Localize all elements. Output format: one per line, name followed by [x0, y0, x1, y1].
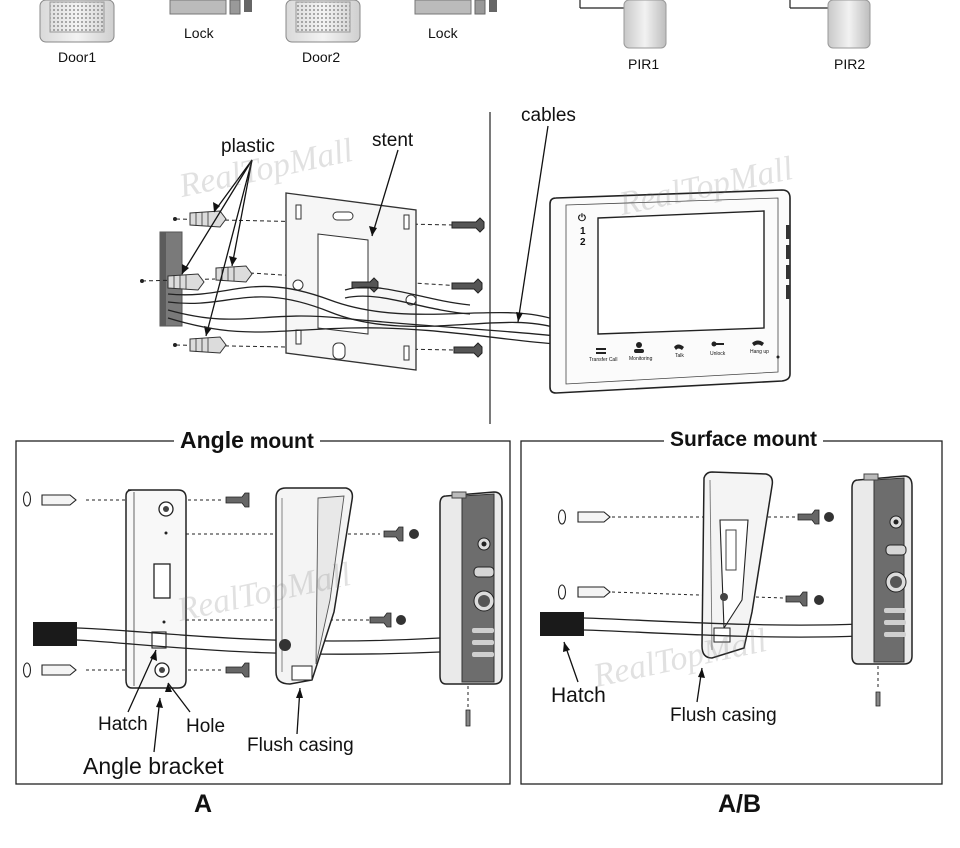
- label-door1: Door1: [58, 49, 97, 65]
- surface-flush-casing: [701, 471, 774, 659]
- screws: [351, 217, 485, 358]
- angle-label-bracket: Angle bracket: [83, 753, 224, 779]
- label-cables: cables: [521, 105, 576, 126]
- angle-wall-plugs: [41, 494, 77, 676]
- angle-flush-casing: [275, 487, 354, 685]
- door-station-2: [285, 0, 361, 43]
- angle-mount-title: Angle mount: [174, 429, 320, 452]
- angle-door-camera: [439, 491, 503, 727]
- angle-mount-frame: [15, 440, 511, 785]
- angle-title-a: Angle: [180, 427, 244, 453]
- monitor-power-icon: ⏻: [578, 213, 586, 224]
- angle-bracket: [125, 489, 187, 689]
- surface-letter: A/B: [718, 790, 762, 818]
- label-lock1: Lock: [184, 25, 214, 41]
- monitor-btn-talk: Talk: [675, 353, 684, 359]
- monitor-btn-unlock: Unlock: [710, 351, 726, 357]
- angle-hatch-block: [33, 622, 77, 646]
- pir-sensor-1: [579, 0, 667, 49]
- label-stent: stent: [372, 130, 414, 151]
- angle-title-b: mount: [249, 430, 314, 453]
- lock-1: [169, 0, 252, 15]
- cables-wires: [167, 285, 557, 345]
- angle-screws: [225, 492, 404, 678]
- lock-2: [414, 0, 497, 15]
- label-pir1: PIR1: [628, 56, 660, 72]
- surface-label-hatch: Hatch: [551, 684, 606, 707]
- plastic-leaders: [181, 159, 253, 337]
- angle-label-hole: Hole: [186, 716, 226, 737]
- angle-letter: A: [194, 790, 213, 818]
- monitor-side-1: 1: [580, 226, 586, 237]
- monitor-btn-hangup: Hang up: [750, 349, 769, 355]
- monitor-btn-monitoring: Monitoring: [629, 356, 653, 362]
- angle-label-flush-casing: Flush casing: [247, 735, 354, 756]
- angle-wall-holes: [22, 491, 32, 678]
- surface-label-flush-casing: Flush casing: [670, 705, 777, 726]
- label-plastic: plastic: [221, 136, 275, 157]
- stent-plate: [285, 192, 417, 371]
- monitor-side-2: 2: [580, 237, 586, 248]
- pir-sensor-2: [789, 0, 871, 49]
- indoor-monitor: [549, 189, 791, 394]
- label-lock2: Lock: [428, 25, 458, 41]
- monitor-btn-transfer: Transfer Call: [589, 357, 618, 363]
- label-pir2: PIR2: [834, 56, 866, 72]
- angle-label-hatch: Hatch: [98, 714, 148, 735]
- surface-hatch-block: [540, 612, 584, 636]
- surface-door-camera: [851, 473, 913, 707]
- label-door2: Door2: [302, 49, 341, 65]
- surface-mount-title: Surface mount: [664, 429, 824, 450]
- door-station-1: [39, 0, 115, 43]
